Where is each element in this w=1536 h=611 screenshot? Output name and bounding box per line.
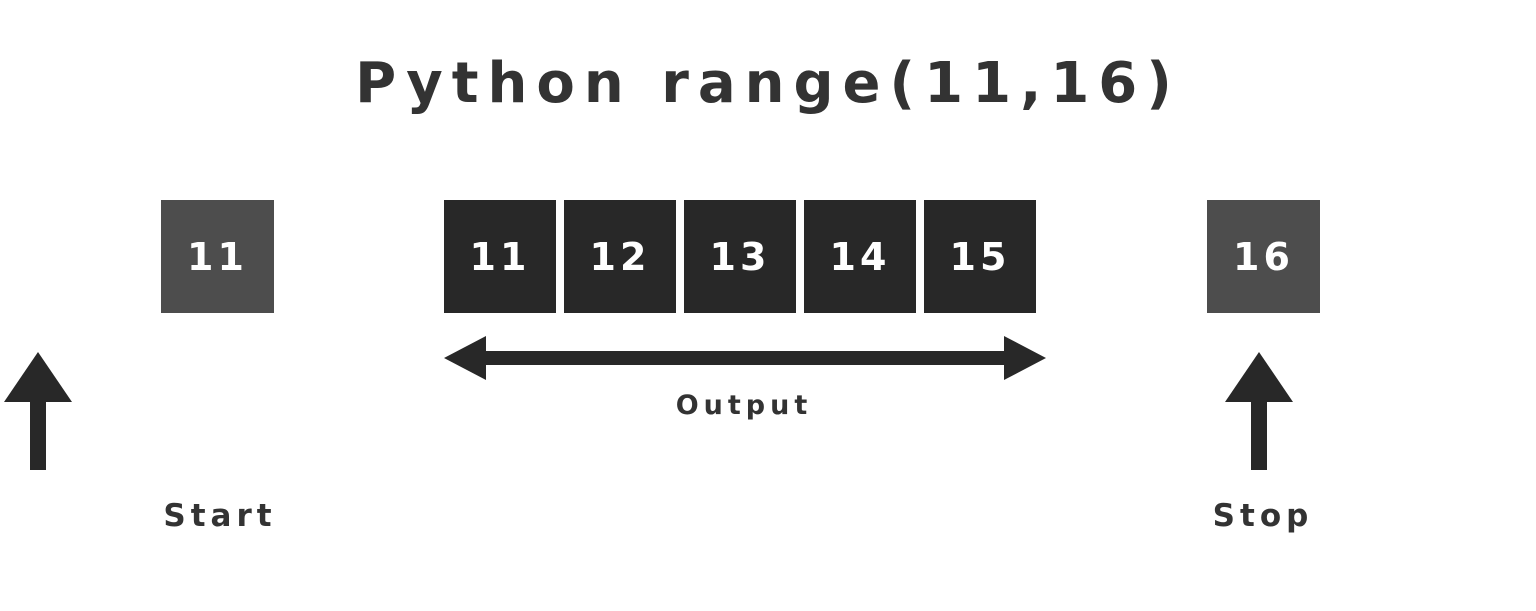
start-caption: Start (163, 498, 277, 534)
start-value-box: 11 (161, 200, 274, 313)
stop-value-box: 16 (1207, 200, 1320, 313)
output-value-label: 12 (589, 234, 651, 279)
output-label: Output (675, 390, 813, 421)
output-value-box: 12 (564, 200, 676, 313)
output-value-label: 11 (469, 234, 531, 279)
stop-value-label: 16 (1233, 234, 1294, 279)
double-arrow-icon (444, 336, 1046, 380)
output-value-box: 14 (804, 200, 916, 313)
arrow-up-icon (4, 352, 72, 470)
output-value-box: 11 (444, 200, 556, 313)
output-value-label: 14 (829, 234, 891, 279)
output-value-box: 15 (924, 200, 1036, 313)
start-value-label: 11 (187, 234, 248, 279)
output-value-label: 15 (949, 234, 1011, 279)
arrow-up-icon (1225, 352, 1293, 470)
output-value-label: 13 (709, 234, 771, 279)
stop-caption: Stop (1212, 498, 1314, 534)
output-value-box: 13 (684, 200, 796, 313)
page-title: Python range(11,16) (355, 51, 1181, 116)
